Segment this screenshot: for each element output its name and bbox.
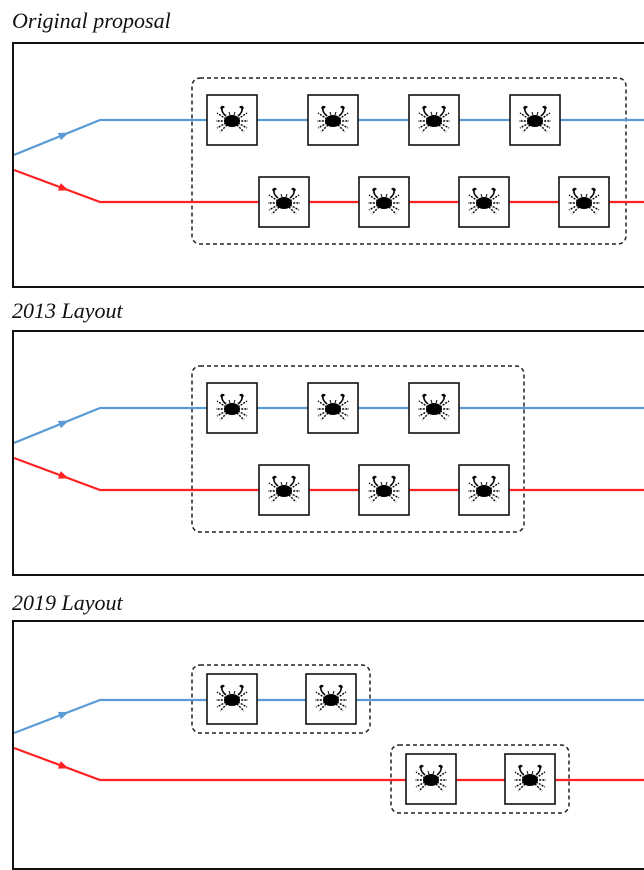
crab-icon	[317, 105, 349, 133]
crab-icon	[268, 187, 300, 215]
arrow-icon	[57, 761, 69, 769]
panel-original	[12, 42, 644, 288]
unit-box	[408, 382, 460, 434]
unit-box	[405, 753, 457, 805]
unit-box	[509, 94, 561, 146]
crab-icon	[368, 187, 400, 215]
crab-icon	[216, 105, 248, 133]
station-group	[191, 77, 627, 245]
crab-icon	[418, 105, 450, 133]
unit-box	[307, 382, 359, 434]
unit-box	[258, 176, 310, 228]
diagram-original	[14, 77, 644, 245]
crab-icon	[317, 393, 349, 421]
arrow-icon	[57, 420, 69, 429]
panel-title-2019: 2019 Layout	[12, 590, 123, 615]
crab-icon	[519, 105, 551, 133]
unit-frame	[558, 176, 610, 228]
panel-title-original: Original proposal	[12, 8, 171, 33]
line-a	[14, 698, 644, 735]
unit-box	[305, 673, 357, 725]
line-b	[14, 456, 644, 492]
arrow-icon	[57, 132, 69, 141]
unit-box	[206, 94, 258, 146]
crab-icon	[468, 475, 500, 503]
crab-icon	[368, 475, 400, 503]
crab-icon	[216, 684, 248, 712]
arrow-icon	[57, 471, 69, 479]
crab-icon	[415, 764, 447, 792]
unit-box	[408, 94, 460, 146]
panel-2019	[12, 620, 644, 870]
station-group	[390, 744, 570, 814]
diagram-2013	[14, 365, 644, 533]
crab-icon	[418, 393, 450, 421]
unit-box	[258, 464, 310, 516]
panel-title-2013: 2013 Layout	[12, 298, 123, 323]
unit-box	[504, 753, 556, 805]
diagram-2019	[14, 664, 644, 814]
crab-icon	[468, 187, 500, 215]
unit-box	[358, 464, 410, 516]
station-group	[191, 365, 525, 533]
unit-box	[458, 176, 510, 228]
crab-icon	[514, 764, 546, 792]
unit-box	[558, 176, 610, 228]
panel-2013	[12, 330, 644, 576]
unit-box	[458, 464, 510, 516]
unit-box	[307, 94, 359, 146]
crab-icon	[216, 393, 248, 421]
crab-icon	[268, 475, 300, 503]
station-group	[191, 664, 371, 734]
arrow-icon	[57, 711, 69, 720]
unit-frame	[405, 753, 457, 805]
line-b	[14, 168, 644, 204]
unit-box	[206, 382, 258, 434]
line-a	[14, 118, 644, 157]
unit-box	[358, 176, 410, 228]
unit-frame	[458, 176, 510, 228]
unit-box	[206, 673, 258, 725]
crab-icon	[315, 684, 347, 712]
crab-icon	[568, 187, 600, 215]
line-a	[14, 406, 644, 445]
arrow-icon	[57, 183, 69, 191]
line-b	[14, 746, 644, 782]
